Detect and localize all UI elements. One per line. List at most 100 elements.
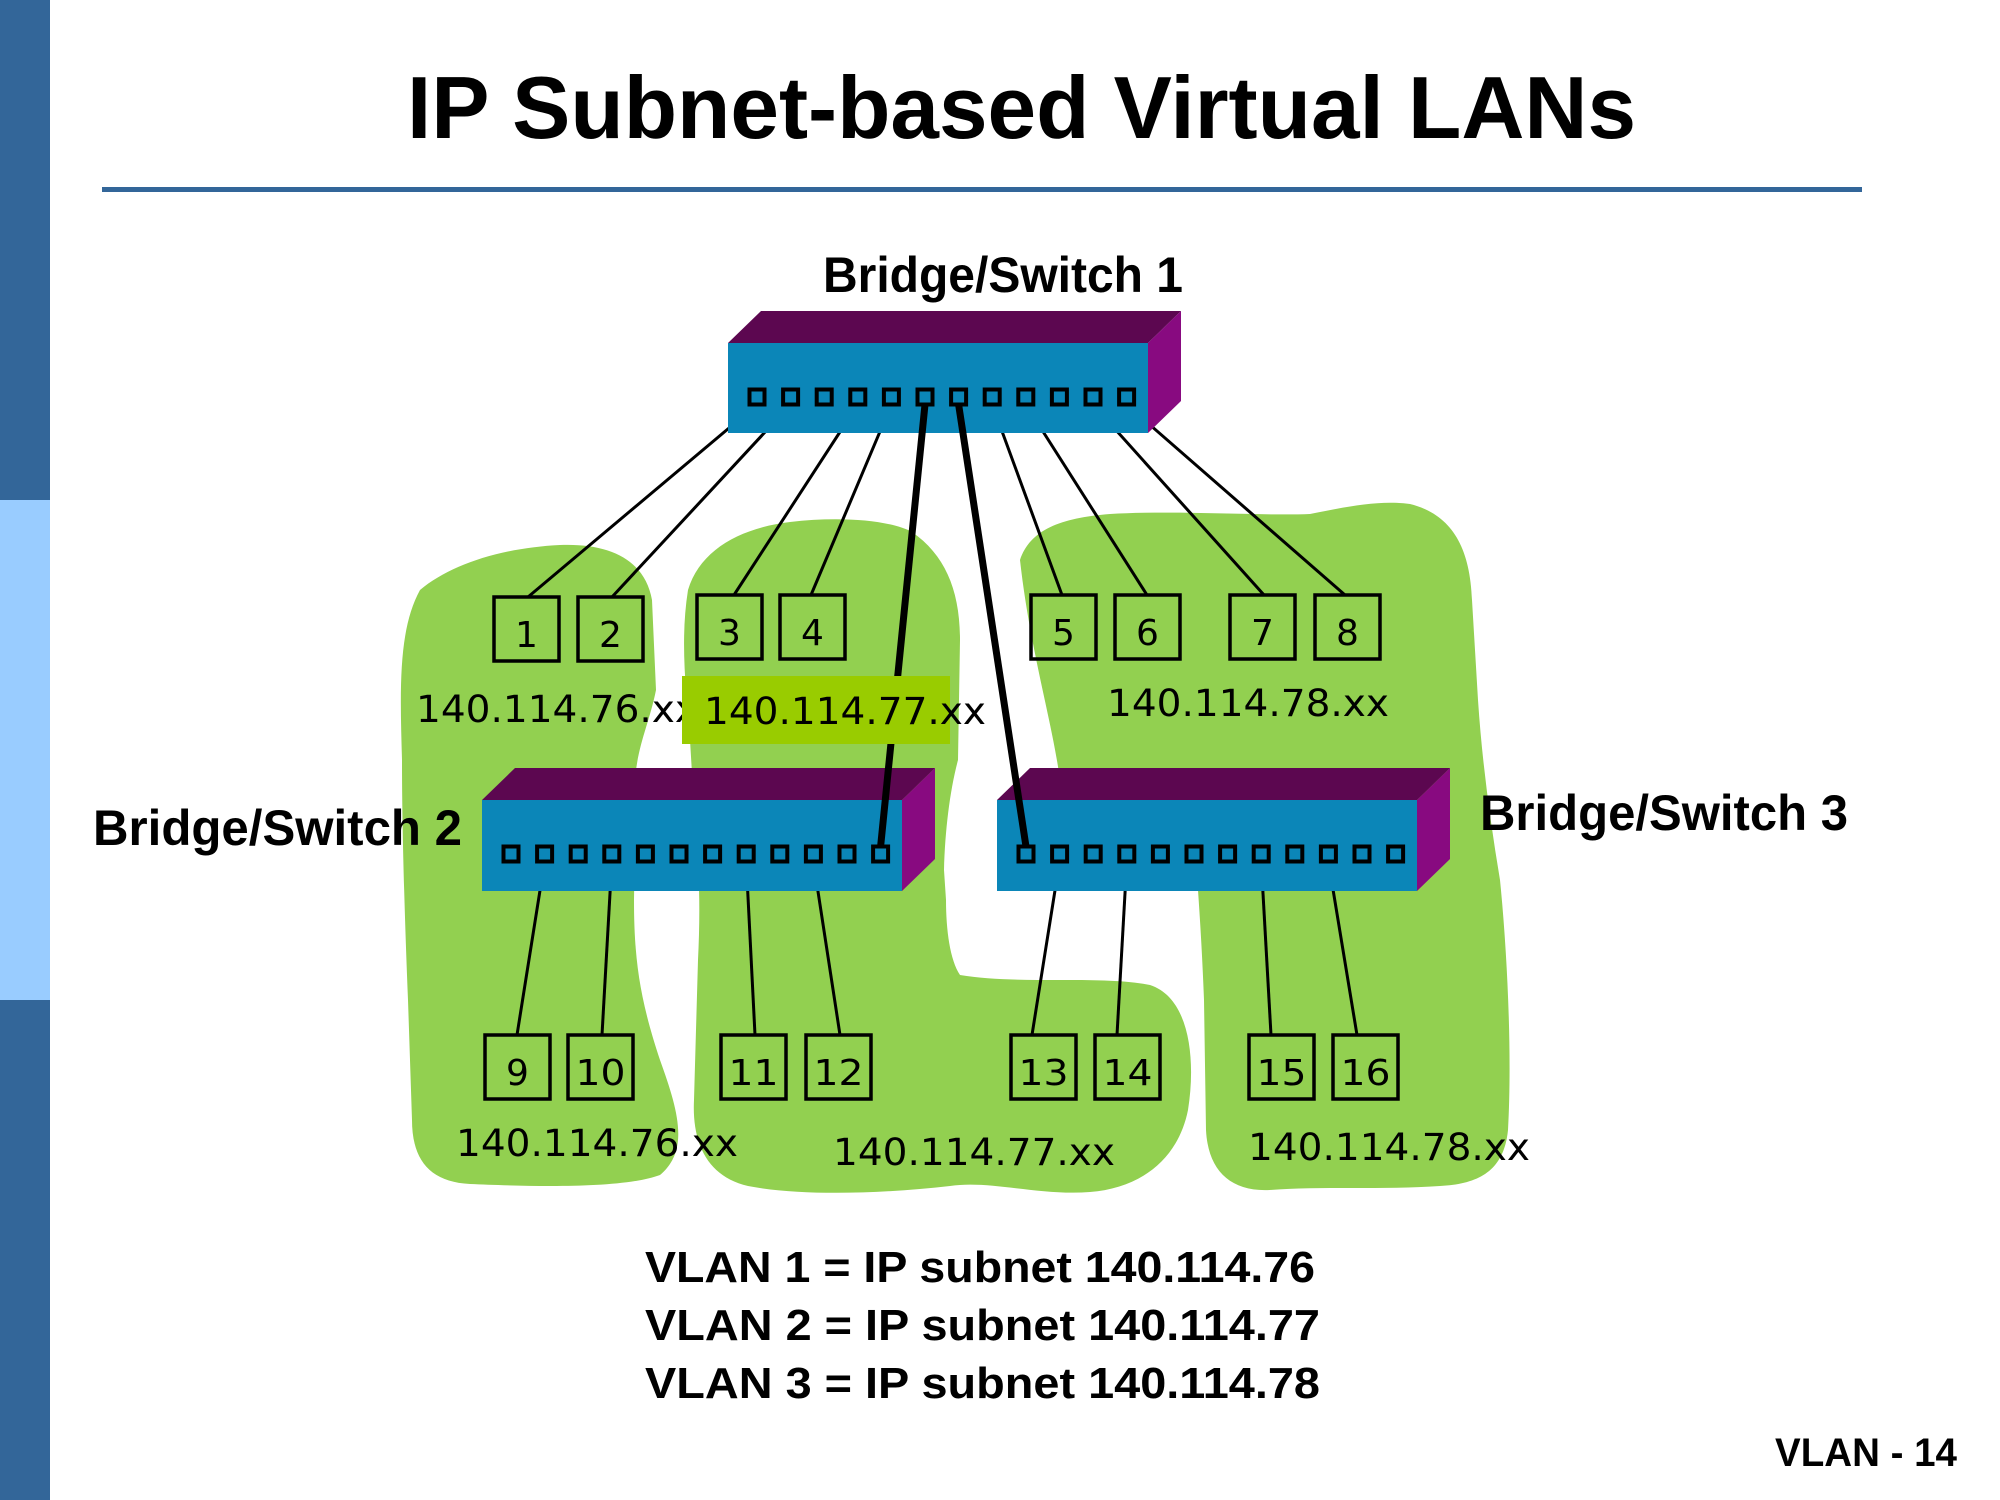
switch-1-port-4 bbox=[848, 387, 868, 407]
host-label: 15 bbox=[1257, 1053, 1307, 1094]
vlan-definitions: VLAN 1 = IP subnet 140.114.76 VLAN 2 = I… bbox=[645, 1243, 1320, 1408]
host-7: 7 bbox=[1228, 593, 1297, 661]
subnet-label-top-vlan1: 140.114.76.xx bbox=[416, 688, 698, 731]
switch-1-port-2 bbox=[781, 387, 801, 407]
host-label: 11 bbox=[729, 1053, 779, 1094]
switch-1-port-1 bbox=[747, 387, 767, 407]
host-label: 16 bbox=[1341, 1053, 1391, 1094]
switch-2-port-2 bbox=[535, 844, 555, 864]
host-label: 4 bbox=[801, 613, 824, 654]
switch-3-port-6 bbox=[1184, 844, 1204, 864]
host-5: 5 bbox=[1029, 593, 1098, 661]
sidebar-segment-top bbox=[0, 0, 50, 500]
subnet-label-top-vlan2: 140.114.77.xx bbox=[704, 690, 986, 733]
switch-1-port-9 bbox=[1016, 387, 1036, 407]
switch-2-port-6 bbox=[669, 844, 689, 864]
host-box bbox=[1247, 1033, 1316, 1101]
host-label: 12 bbox=[814, 1053, 864, 1094]
switches-layer bbox=[482, 311, 1450, 891]
link-switch-1-port-8-to-host-5 bbox=[990, 403, 1064, 596]
host-box bbox=[566, 1033, 635, 1101]
switch-2-port-7 bbox=[703, 844, 723, 864]
host-box bbox=[1113, 593, 1182, 661]
switch-2-label: Bridge/Switch 2 bbox=[93, 800, 462, 856]
switch-2-port-1 bbox=[501, 844, 521, 864]
switch-3-port-3 bbox=[1083, 844, 1103, 864]
switch-2-port-4 bbox=[602, 844, 622, 864]
vlan-definition-1: VLAN 1 = IP subnet 140.114.76 bbox=[645, 1243, 1315, 1292]
host-box bbox=[1093, 1033, 1162, 1101]
host-16: 16 bbox=[1331, 1033, 1400, 1101]
host-13: 13 bbox=[1009, 1033, 1078, 1101]
switch-3-port-12 bbox=[1386, 844, 1406, 864]
switch-3-port-5 bbox=[1150, 844, 1170, 864]
slide-title: IP Subnet-based Virtual LANs bbox=[407, 58, 1636, 157]
host-box bbox=[483, 1033, 552, 1101]
host-box bbox=[1009, 1033, 1078, 1101]
host-3: 3 bbox=[695, 593, 764, 661]
host-6: 6 bbox=[1113, 593, 1182, 661]
switch-2-port-8 bbox=[736, 844, 756, 864]
host-box bbox=[778, 593, 847, 661]
switch-1-port-3 bbox=[814, 387, 834, 407]
link-switch-1-port-2-to-host-2 bbox=[610, 403, 792, 599]
host-box bbox=[695, 593, 764, 661]
switch-3 bbox=[997, 768, 1450, 891]
host-box bbox=[492, 595, 561, 663]
switch-3-port-4 bbox=[1117, 844, 1137, 864]
trunks-layer bbox=[877, 403, 1030, 848]
switch-3-port-2 bbox=[1050, 844, 1070, 864]
switch-3-port-9 bbox=[1285, 844, 1305, 864]
switch-side-face bbox=[902, 768, 935, 891]
host-box bbox=[1313, 593, 1382, 661]
link-switch-1-port-4-to-host-3 bbox=[732, 403, 860, 596]
switch-top-face bbox=[482, 768, 935, 800]
switch-1-port-8 bbox=[982, 387, 1002, 407]
host-4: 4 bbox=[778, 593, 847, 661]
sidebar-accent bbox=[0, 0, 50, 1500]
host-8: 8 bbox=[1313, 593, 1382, 661]
switch-2-port-9 bbox=[770, 844, 790, 864]
host-label: 13 bbox=[1019, 1053, 1069, 1094]
host-14: 14 bbox=[1093, 1033, 1162, 1101]
switch-side-face bbox=[1148, 311, 1181, 433]
switch-2-port-10 bbox=[803, 844, 823, 864]
switch-1-port-5 bbox=[881, 387, 901, 407]
host-label: 1 bbox=[515, 615, 538, 656]
host-box bbox=[576, 595, 645, 663]
host-label: 2 bbox=[599, 615, 622, 656]
title-divider bbox=[102, 187, 1862, 192]
host-10: 10 bbox=[566, 1033, 635, 1101]
vlan-definition-2: VLAN 2 = IP subnet 140.114.77 bbox=[645, 1301, 1320, 1350]
host-11: 11 bbox=[719, 1033, 788, 1101]
host-12: 12 bbox=[804, 1033, 873, 1101]
link-switch-1-port-11-to-host-7 bbox=[1091, 403, 1266, 597]
host-label: 10 bbox=[576, 1053, 626, 1094]
sidebar-segment-middle bbox=[0, 500, 50, 1000]
host-box bbox=[1029, 593, 1098, 661]
switch-2-port-5 bbox=[635, 844, 655, 864]
host-box bbox=[1228, 593, 1297, 661]
trunk-switch-1-port-7-to-switch-3-port-1 bbox=[955, 403, 1030, 848]
slide-number: VLAN - 14 bbox=[1775, 1431, 1958, 1475]
switch-3-port-10 bbox=[1318, 844, 1338, 864]
host-label: 3 bbox=[718, 613, 741, 654]
switch-1-port-12 bbox=[1117, 387, 1137, 407]
subnet-labels: 140.114.76.xx 140.114.77.xx 140.114.78.x… bbox=[416, 676, 1530, 1174]
switch-3-label: Bridge/Switch 3 bbox=[1480, 785, 1848, 841]
switch-1-port-10 bbox=[1049, 387, 1069, 407]
switch-2-port-3 bbox=[568, 844, 588, 864]
host-label: 9 bbox=[506, 1053, 529, 1094]
switch-3-port-11 bbox=[1352, 844, 1372, 864]
host-label: 7 bbox=[1251, 613, 1274, 654]
link-switch-1-port-5-to-host-4 bbox=[809, 403, 893, 596]
trunk-switch-1-port-6-to-switch-2-port-12 bbox=[877, 404, 929, 847]
host-1: 1 bbox=[492, 595, 561, 663]
switch-3-port-7 bbox=[1218, 844, 1238, 864]
switch-3-port-1 bbox=[1016, 844, 1036, 864]
link-switch-1-port-1-to-host-1 bbox=[527, 403, 758, 599]
switch-2-port-11 bbox=[837, 844, 857, 864]
host-box bbox=[719, 1033, 788, 1101]
host-label: 5 bbox=[1052, 613, 1075, 654]
switch-2 bbox=[482, 768, 935, 891]
